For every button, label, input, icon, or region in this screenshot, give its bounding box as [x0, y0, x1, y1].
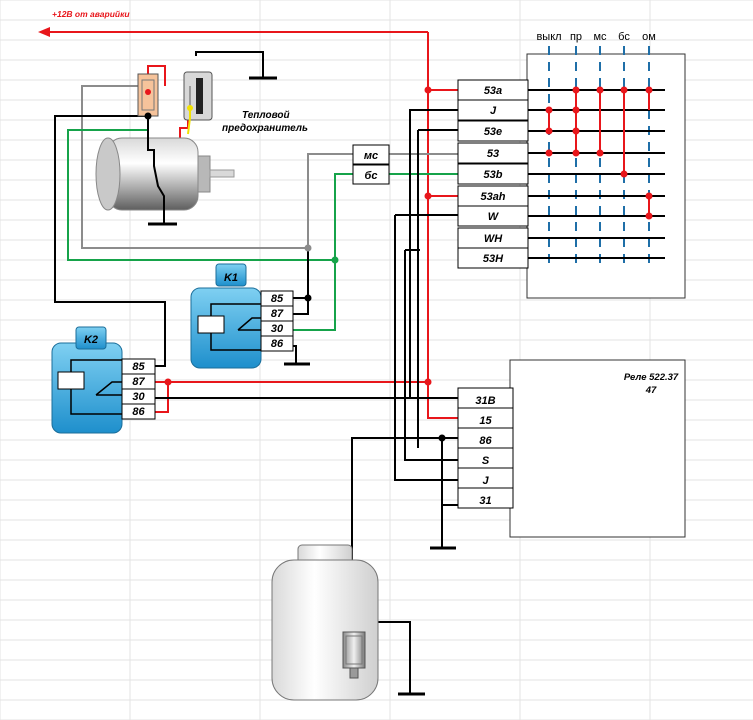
- switch-column-label: ом: [642, 31, 656, 43]
- switch-pin-label: 53H: [483, 253, 504, 265]
- thermal-fuse: [183, 71, 213, 135]
- power-feed: +12В от аварийки: [38, 9, 428, 37]
- relay-pin-label: 85: [132, 361, 145, 373]
- switch-column-label: пр: [570, 31, 582, 43]
- ground-symbols: [148, 76, 456, 696]
- aux-boxes: мс бс: [352, 144, 390, 185]
- relay-title: K1: [224, 272, 238, 284]
- switch-pin-label: 53: [487, 148, 499, 160]
- relay-title: K2: [84, 334, 98, 346]
- relay-pin-label: 31: [479, 495, 491, 507]
- aux-box-label: бс: [365, 170, 378, 182]
- relay-pin-label: 85: [271, 293, 284, 305]
- switch-column-label: бс: [618, 31, 630, 43]
- power-label: +12В от аварийки: [52, 9, 130, 19]
- relay-pin-cell: [121, 403, 156, 420]
- washer-pump: [342, 631, 366, 679]
- relay-pin-cell: [457, 487, 514, 509]
- switch-column-label: мс: [593, 31, 607, 43]
- switch-pin-label: W: [488, 211, 500, 223]
- thermal-fuse-label: Тепловой: [242, 110, 290, 121]
- relay-pin-label: 31B: [475, 395, 495, 407]
- washer-tank: [271, 544, 379, 701]
- relay-pin-label: 86: [479, 435, 492, 447]
- relay-title-2: 47: [645, 385, 657, 396]
- switch-pin-label: WH: [484, 233, 503, 245]
- relay-pin-label: 30: [271, 323, 284, 335]
- relay-k1: 85 87 30 86 K1: [190, 263, 294, 369]
- relay-pin-label: 30: [132, 391, 145, 403]
- relay-pin-label: S: [482, 455, 490, 467]
- relay-pin-cell: [260, 335, 294, 352]
- arrow-left-icon: [38, 27, 50, 37]
- relay-pin-label: 87: [271, 308, 284, 320]
- relay-pin-label: 15: [479, 415, 492, 427]
- relay-title: Реле 522.37: [624, 372, 679, 383]
- relay-pin-label: 86: [271, 338, 284, 350]
- switch-column-label: выкл: [536, 31, 561, 43]
- switch-pin-label: 53ah: [480, 191, 505, 203]
- switch-pin-label: 53a: [484, 85, 502, 97]
- aux-box-label: мс: [364, 150, 378, 162]
- switch-pin-label: J: [490, 105, 497, 117]
- switch-pin-label: 53b: [484, 169, 503, 181]
- relay-pin-label: 86: [132, 406, 145, 418]
- switch-pin-label: 53e: [484, 126, 502, 138]
- junction-dots: [144, 86, 653, 442]
- relay-pin-label: J: [482, 475, 489, 487]
- motor: [95, 116, 235, 224]
- relay-k2: 85 87 30 86 K2: [51, 326, 156, 434]
- relay-pin-label: 87: [132, 376, 145, 388]
- thermal-fuse-label-2: предохранитель: [222, 123, 308, 134]
